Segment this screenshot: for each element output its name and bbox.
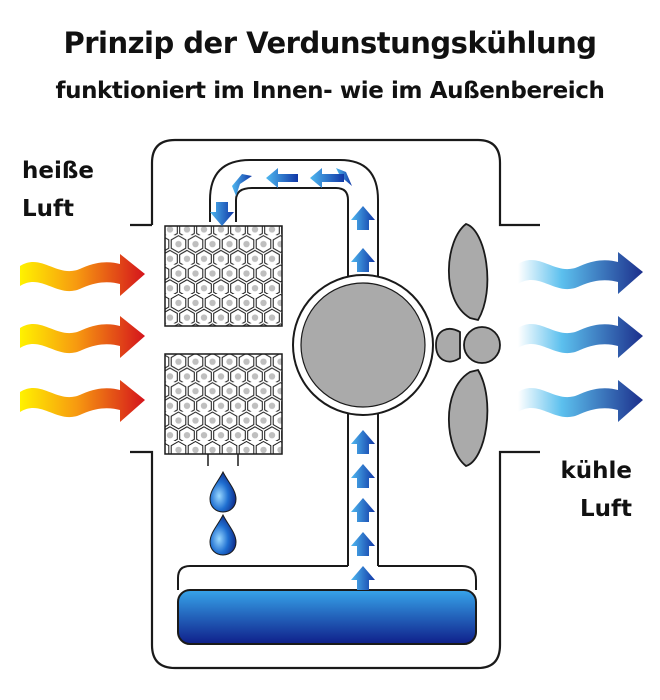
cool-air-label-line1: kühle (560, 458, 632, 484)
heat-arrow-icon (20, 254, 145, 422)
fan-icon (435, 223, 501, 467)
device-housing (130, 138, 540, 670)
flow-arrow-icon (210, 168, 375, 590)
water-drop-icon (209, 470, 237, 556)
diagram-title: Prinzip der Verdunstungskühlung (63, 26, 597, 60)
cool-arrow-icon (518, 252, 643, 422)
hot-air-label: heiße Luft (22, 152, 94, 228)
water-tank (177, 565, 477, 645)
honeycomb-pad-icon (164, 225, 283, 466)
hot-air-label-line1: heiße (22, 158, 94, 184)
hot-air-label-line2: Luft (22, 196, 75, 222)
diagram-subtitle: funktioniert im Innen- wie im Außenberei… (55, 78, 605, 104)
water-pipe (209, 159, 379, 566)
pump-icon (292, 274, 434, 416)
cool-air-label-line2: Luft (579, 496, 632, 522)
cool-air-label: kühle Luft (560, 452, 632, 528)
